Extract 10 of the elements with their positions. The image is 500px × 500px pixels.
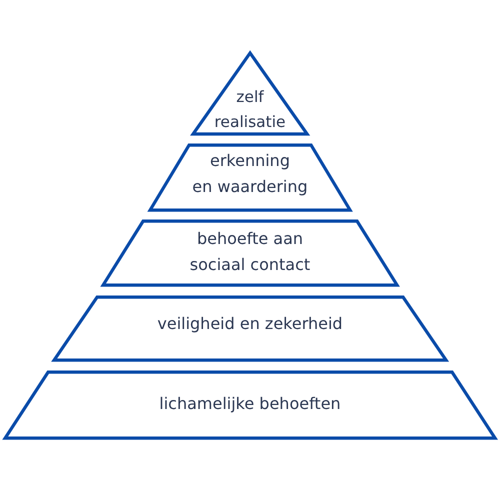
tier-label: erkenning en waardering — [192, 150, 308, 198]
tier-label: veiligheid en zekerheid — [157, 312, 343, 335]
tier-label: behoefte aan sociaal contact — [190, 228, 310, 276]
tier-label: zelf realisatie — [214, 87, 286, 133]
tier-label: lichamelijke behoeften — [159, 392, 341, 415]
pyramid-tier — [100, 218, 400, 288]
pyramid-tier — [2, 370, 498, 440]
pyramid-tier — [148, 142, 352, 212]
pyramid-tier — [52, 294, 448, 362]
pyramid-tier — [190, 48, 310, 136]
